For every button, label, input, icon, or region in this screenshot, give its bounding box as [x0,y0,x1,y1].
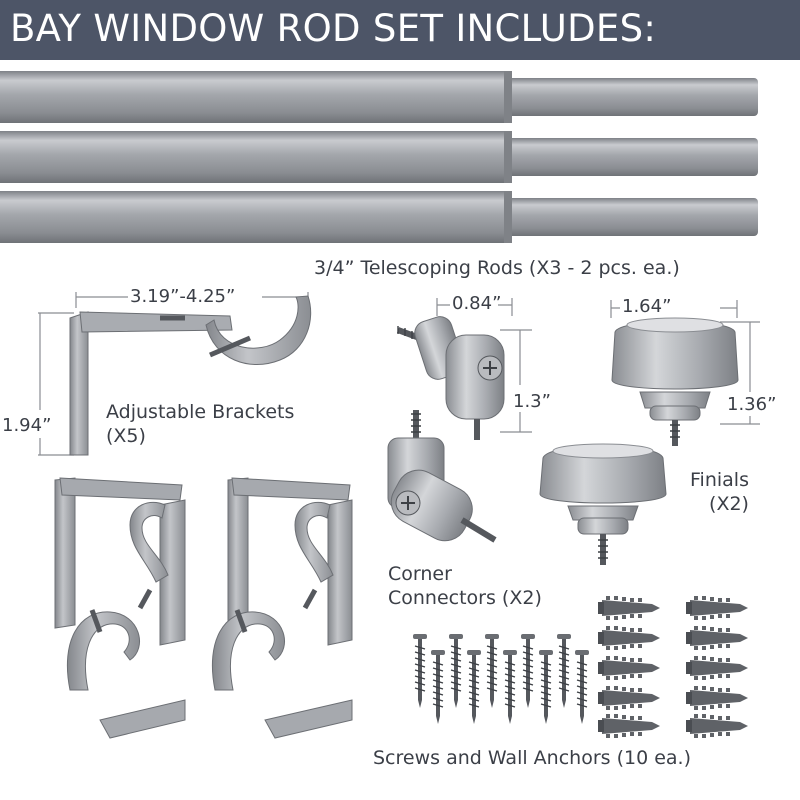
adjustable-bracket-illustration [69,295,312,456]
brackets-label-line1: Adjustable Brackets [106,401,295,423]
header-banner: BAY WINDOW ROD SET INCLUDES: [0,0,800,60]
finial-width-dimension: 1.64” [622,296,672,317]
connectors-label-line2: Connectors (X2) [388,586,542,609]
bracket [264,499,353,739]
connector [396,316,505,440]
page-title: BAY WINDOW ROD SET INCLUDES: [10,7,657,50]
bracket-dimension-lines [38,292,309,456]
finial [611,317,739,446]
connector-height-dimension: 1.3” [513,391,551,412]
finial-dimension-lines [610,300,760,425]
connector-width-dimension: 0.84” [452,293,502,314]
bracket [211,477,351,691]
brackets-label-line2: (X5) [106,424,146,447]
connectors-label: Corner Connectors (X2) [388,563,542,611]
connectors-label-line1: Corner [388,563,452,585]
finials-label-line2: (X2) [709,492,749,515]
rod [0,191,758,243]
screws-illustration [411,632,591,726]
rod [0,131,758,183]
rod [0,71,758,123]
corner-connectors-illustration [387,316,505,543]
bracket [99,499,186,739]
wall-anchors-illustration [596,594,750,740]
finials-illustration [539,317,739,565]
extra-brackets-illustration [54,477,353,739]
bracket-height-dimension: 1.94” [2,415,52,436]
connector [387,410,497,543]
finials-label: Finials (X2) [690,469,749,517]
finial [539,443,667,565]
rods-label: 3/4” Telescoping Rods (X3 - 2 pcs. ea.) [314,257,680,279]
brackets-label: Adjustable Brackets (X5) [106,401,294,449]
bracket-width-dimension: 3.19”-4.25” [130,286,236,307]
finials-label-line1: Finials [690,469,749,491]
hardware-label: Screws and Wall Anchors (10 ea.) [373,747,691,769]
telescoping-rods-illustration [0,71,758,243]
connector-dimension-lines [436,298,532,433]
bracket [54,477,183,691]
finial-height-dimension: 1.36” [727,394,777,415]
